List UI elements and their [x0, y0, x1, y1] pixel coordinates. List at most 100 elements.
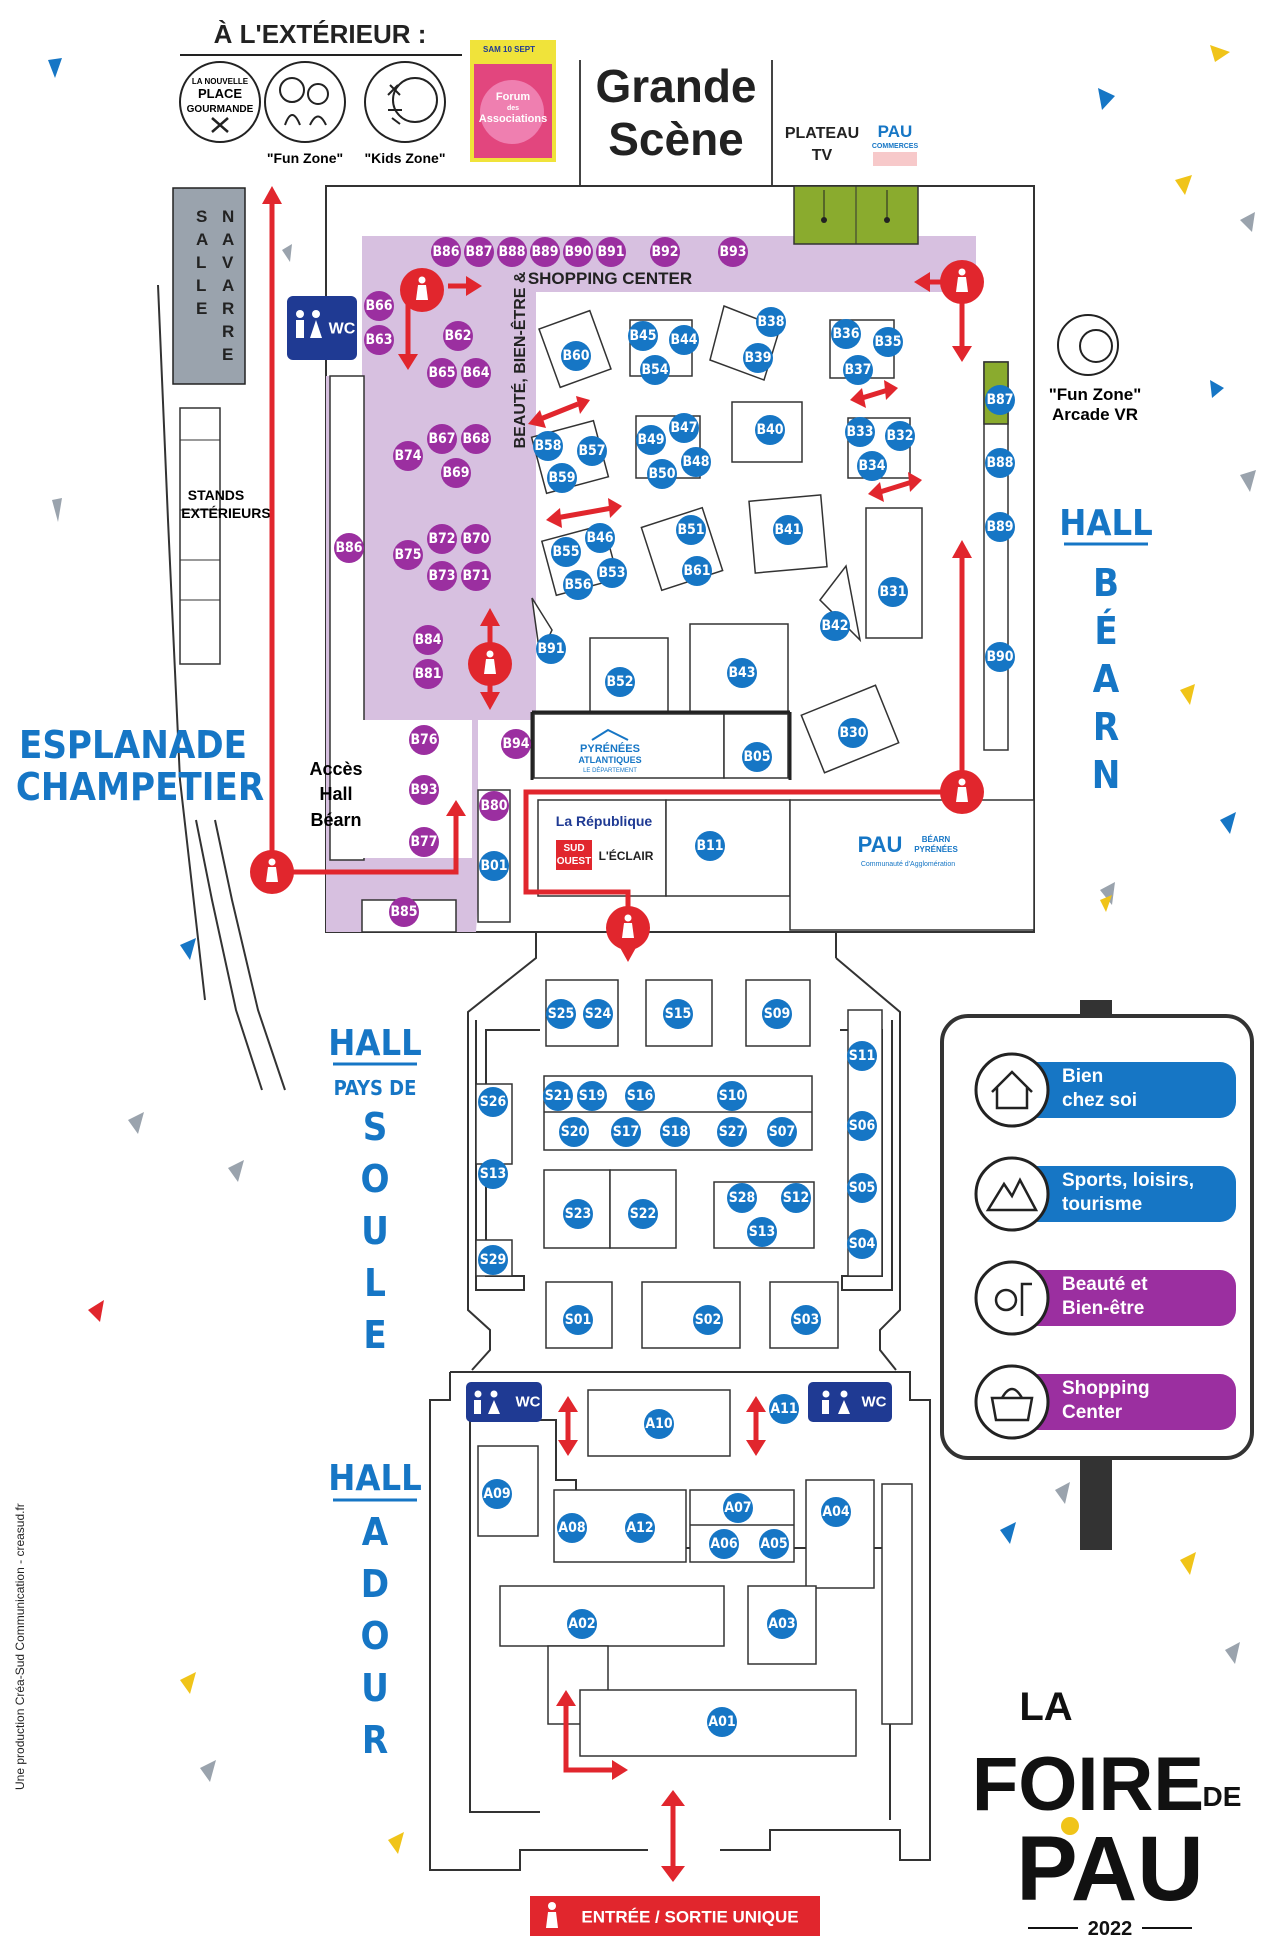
entrance-banner[interactable]	[530, 1896, 820, 1936]
stand-s03[interactable]: S03	[791, 1305, 821, 1335]
stand-b32[interactable]: B32	[885, 421, 915, 451]
stand-b73[interactable]: B73	[427, 561, 457, 591]
stand-b56[interactable]: B56	[563, 570, 593, 600]
stand-a05[interactable]: A05	[759, 1529, 789, 1559]
stand-b50[interactable]: B50	[647, 459, 677, 489]
stand-s09[interactable]: S09	[762, 999, 792, 1029]
stand-b51[interactable]: B51	[676, 515, 706, 545]
stand-b87[interactable]: B87	[464, 237, 494, 267]
stand-s05[interactable]: S05	[847, 1173, 877, 1203]
stand-b88[interactable]: B88	[497, 237, 527, 267]
stand-b92[interactable]: B92	[650, 237, 680, 267]
stand-s26[interactable]: S26	[478, 1087, 508, 1117]
stand-b86[interactable]: B86	[431, 237, 461, 267]
stand-s29[interactable]: S29	[478, 1245, 508, 1275]
stand-a03[interactable]: A03	[767, 1609, 797, 1639]
stand-b52[interactable]: B52	[605, 667, 635, 697]
stand-a02[interactable]: A02	[567, 1609, 597, 1639]
stand-b05[interactable]: B05	[742, 742, 772, 772]
stand-a07[interactable]: A07	[723, 1493, 753, 1523]
stand-s10[interactable]: S10	[717, 1081, 747, 1111]
stand-b30[interactable]: B30	[838, 718, 868, 748]
stand-b40[interactable]: B40	[755, 415, 785, 445]
stand-a08[interactable]: A08	[557, 1513, 587, 1543]
stand-b34[interactable]: B34	[857, 451, 887, 481]
stand-b44[interactable]: B44	[669, 325, 699, 355]
stand-b93[interactable]: B93	[409, 775, 439, 805]
stand-b68[interactable]: B68	[461, 424, 491, 454]
stand-b63[interactable]: B63	[364, 325, 394, 355]
stand-b59[interactable]: B59	[547, 463, 577, 493]
stand-b90[interactable]: B90	[985, 642, 1015, 672]
stand-b74[interactable]: B74	[393, 441, 423, 471]
stand-s21[interactable]: S21	[543, 1081, 573, 1111]
stand-b69[interactable]: B69	[441, 458, 471, 488]
stand-b80[interactable]: B80	[479, 791, 509, 821]
stand-b70[interactable]: B70	[461, 524, 491, 554]
stand-s11[interactable]: S11	[847, 1041, 877, 1071]
stand-b36[interactable]: B36	[831, 319, 861, 349]
stand-b90[interactable]: B90	[563, 237, 593, 267]
stand-b39[interactable]: B39	[743, 343, 773, 373]
stand-a11[interactable]: A11	[769, 1394, 799, 1424]
stand-b53[interactable]: B53	[597, 558, 627, 588]
stand-b66[interactable]: B66	[364, 291, 394, 321]
stand-b37[interactable]: B37	[843, 355, 873, 385]
stand-s13[interactable]: S13	[747, 1217, 777, 1247]
stand-b41[interactable]: B41	[773, 515, 803, 545]
stand-s18[interactable]: S18	[660, 1117, 690, 1147]
stand-a06[interactable]: A06	[709, 1529, 739, 1559]
stand-s28[interactable]: S28	[727, 1183, 757, 1213]
stand-a10[interactable]: A10	[644, 1409, 674, 1439]
stand-b47[interactable]: B47	[669, 413, 699, 443]
stand-b61[interactable]: B61	[682, 556, 712, 586]
stand-b46[interactable]: B46	[585, 523, 615, 553]
stand-b91[interactable]: B91	[536, 634, 566, 664]
stand-b64[interactable]: B64	[461, 358, 491, 388]
stand-s04[interactable]: S04	[847, 1229, 877, 1259]
stand-s27[interactable]: S27	[717, 1117, 747, 1147]
stand-b88[interactable]: B88	[985, 448, 1015, 478]
stand-b91[interactable]: B91	[596, 237, 626, 267]
stand-s17[interactable]: S17	[611, 1117, 641, 1147]
stand-b76[interactable]: B76	[409, 725, 439, 755]
stand-b85[interactable]: B85	[389, 897, 419, 927]
stand-b62[interactable]: B62	[443, 321, 473, 351]
stand-s06[interactable]: S06	[847, 1111, 877, 1141]
stand-s15[interactable]: S15	[663, 999, 693, 1029]
stand-s12[interactable]: S12	[781, 1183, 811, 1213]
stand-s22[interactable]: S22	[628, 1199, 658, 1229]
stand-b54[interactable]: B54	[640, 355, 670, 385]
stand-b72[interactable]: B72	[427, 524, 457, 554]
stand-s23[interactable]: S23	[563, 1199, 593, 1229]
stand-b60[interactable]: B60	[561, 341, 591, 371]
stand-b67[interactable]: B67	[427, 424, 457, 454]
stand-b48[interactable]: B48	[681, 447, 711, 477]
stand-b38[interactable]: B38	[756, 307, 786, 337]
stand-b45[interactable]: B45	[628, 321, 658, 351]
stand-s01[interactable]: S01	[563, 1305, 593, 1335]
stand-a04[interactable]: A04	[821, 1497, 851, 1527]
stand-b42[interactable]: B42	[820, 611, 850, 641]
stand-b01[interactable]: B01	[479, 851, 509, 881]
stand-b89[interactable]: B89	[985, 512, 1015, 542]
stand-b57[interactable]: B57	[577, 436, 607, 466]
stand-b89[interactable]: B89	[530, 237, 560, 267]
stand-s02[interactable]: S02	[693, 1305, 723, 1335]
stand-b65[interactable]: B65	[427, 358, 457, 388]
stand-s13[interactable]: S13	[478, 1159, 508, 1189]
stand-b31[interactable]: B31	[878, 577, 908, 607]
stand-a01[interactable]: A01	[707, 1707, 737, 1737]
stand-b75[interactable]: B75	[393, 540, 423, 570]
stand-b35[interactable]: B35	[873, 327, 903, 357]
stand-b86[interactable]: B86	[334, 533, 364, 563]
stand-s16[interactable]: S16	[625, 1081, 655, 1111]
stand-b94[interactable]: B94	[501, 729, 531, 759]
stand-b84[interactable]: B84	[413, 625, 443, 655]
stand-s25[interactable]: S25	[546, 999, 576, 1029]
stand-s20[interactable]: S20	[559, 1117, 589, 1147]
stand-b93[interactable]: B93	[718, 237, 748, 267]
stand-b33[interactable]: B33	[845, 417, 875, 447]
stand-b43[interactable]: B43	[727, 658, 757, 688]
stand-b58[interactable]: B58	[533, 431, 563, 461]
